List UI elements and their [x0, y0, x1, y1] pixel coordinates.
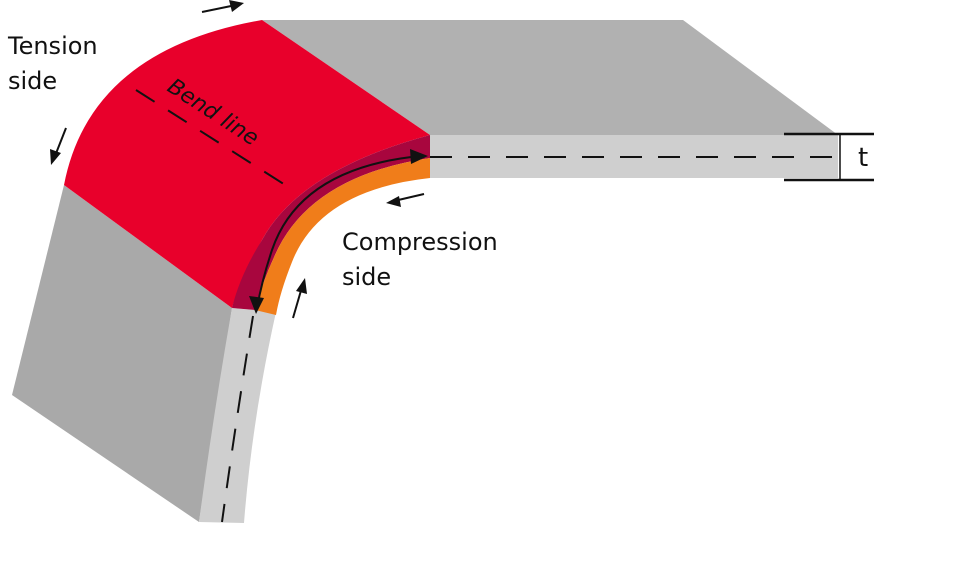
tension-arrow-left-head — [50, 149, 61, 165]
tension-arrow-left-line — [54, 127, 67, 157]
arrowhead-down — [249, 296, 264, 314]
compression-arrow-bottom-head — [296, 278, 307, 294]
compression-label-line2: side — [342, 263, 391, 291]
bend-line-dashed — [135, 89, 291, 189]
tension-label-line1: Tension — [7, 32, 98, 60]
compression-zone — [255, 158, 430, 315]
tension-zone-inner — [232, 135, 430, 310]
thickness-label: t — [858, 143, 868, 173]
vertical-flange-face — [12, 185, 232, 522]
arrowhead-right — [410, 149, 428, 164]
tension-zone — [64, 20, 430, 308]
compression-label-line1: Compression — [342, 228, 498, 256]
vertical-flange-edge — [199, 308, 276, 523]
flange-top-face — [262, 20, 838, 135]
tension-arrow-top-head — [229, 0, 244, 12]
compression-arrow-right-head — [386, 196, 401, 207]
compression-boundary-arrow — [256, 155, 421, 309]
tension-arrow-top-line — [201, 4, 237, 13]
tension-label-line2: side — [8, 67, 57, 95]
